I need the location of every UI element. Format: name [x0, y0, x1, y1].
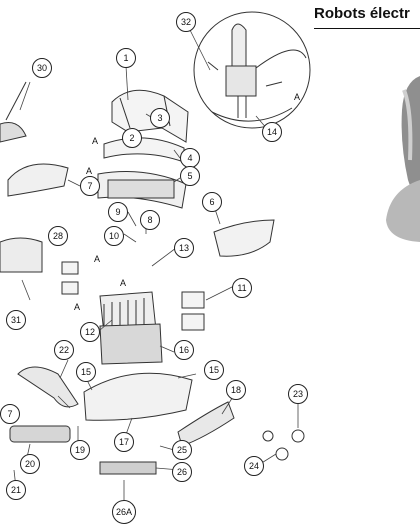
callout-15-left: 15 — [76, 362, 96, 382]
robot-photo-shape — [386, 76, 420, 242]
reference-a-4: A — [294, 92, 301, 102]
reference-a-1: A — [86, 166, 93, 176]
part-17-body-shape — [83, 372, 193, 421]
reference-a-6: A — [120, 278, 127, 288]
callout-26: 26 — [172, 462, 192, 482]
part-6-shape — [213, 219, 275, 257]
callout-20: 20 — [20, 454, 40, 474]
callout-25: 25 — [172, 440, 192, 460]
callout-17: 17 — [114, 432, 134, 452]
callout-24: 24 — [244, 456, 264, 476]
part-31-motor-shape — [0, 237, 43, 273]
callout-3: 3 — [150, 108, 170, 128]
part-11-shape — [181, 291, 205, 331]
callout-5: 5 — [180, 166, 200, 186]
callout-1: 1 — [116, 48, 136, 68]
part-18-track-shape — [177, 401, 235, 447]
part-16-filter-shape — [99, 323, 163, 365]
callout-11: 11 — [232, 278, 252, 298]
reference-a-5: A — [92, 136, 99, 146]
part-23-24-shape — [262, 429, 305, 461]
detail-circle-32 — [193, 11, 311, 129]
callout-4: 4 — [180, 148, 200, 168]
part-30-shape — [0, 81, 27, 143]
callout-12: 12 — [80, 322, 100, 342]
callout-28: 28 — [48, 226, 68, 246]
callout-13: 13 — [174, 238, 194, 258]
reference-a-3: A — [74, 302, 81, 312]
callout-26a: 26A — [112, 500, 136, 524]
reference-a-2: A — [94, 254, 101, 264]
part-20-brush-shape — [9, 425, 71, 443]
part-28-shape — [61, 261, 79, 295]
callout-19: 19 — [70, 440, 90, 460]
callout-10: 10 — [104, 226, 124, 246]
part-22-track-shape — [17, 366, 79, 408]
callout-7-lower: 7 — [0, 404, 20, 424]
part-7-cover-shape — [7, 163, 69, 197]
callout-14: 14 — [262, 122, 282, 142]
part-5-frame-shape — [97, 171, 187, 209]
callout-9: 9 — [108, 202, 128, 222]
callout-16: 16 — [174, 340, 194, 360]
page-title: Robots électr — [314, 4, 420, 29]
callout-21: 21 — [6, 480, 26, 500]
callout-22: 22 — [54, 340, 74, 360]
callout-8: 8 — [140, 210, 160, 230]
callout-31: 31 — [6, 310, 26, 330]
part-4-lid-shape — [103, 137, 185, 163]
callout-6: 6 — [202, 192, 222, 212]
callout-7-upper: 7 — [80, 176, 100, 196]
callout-15-right: 15 — [204, 360, 224, 380]
callout-2: 2 — [122, 128, 142, 148]
callout-18: 18 — [226, 380, 246, 400]
callout-23: 23 — [288, 384, 308, 404]
callout-30: 30 — [32, 58, 52, 78]
callout-32: 32 — [176, 12, 196, 32]
part-26-brush-shape — [99, 461, 157, 475]
